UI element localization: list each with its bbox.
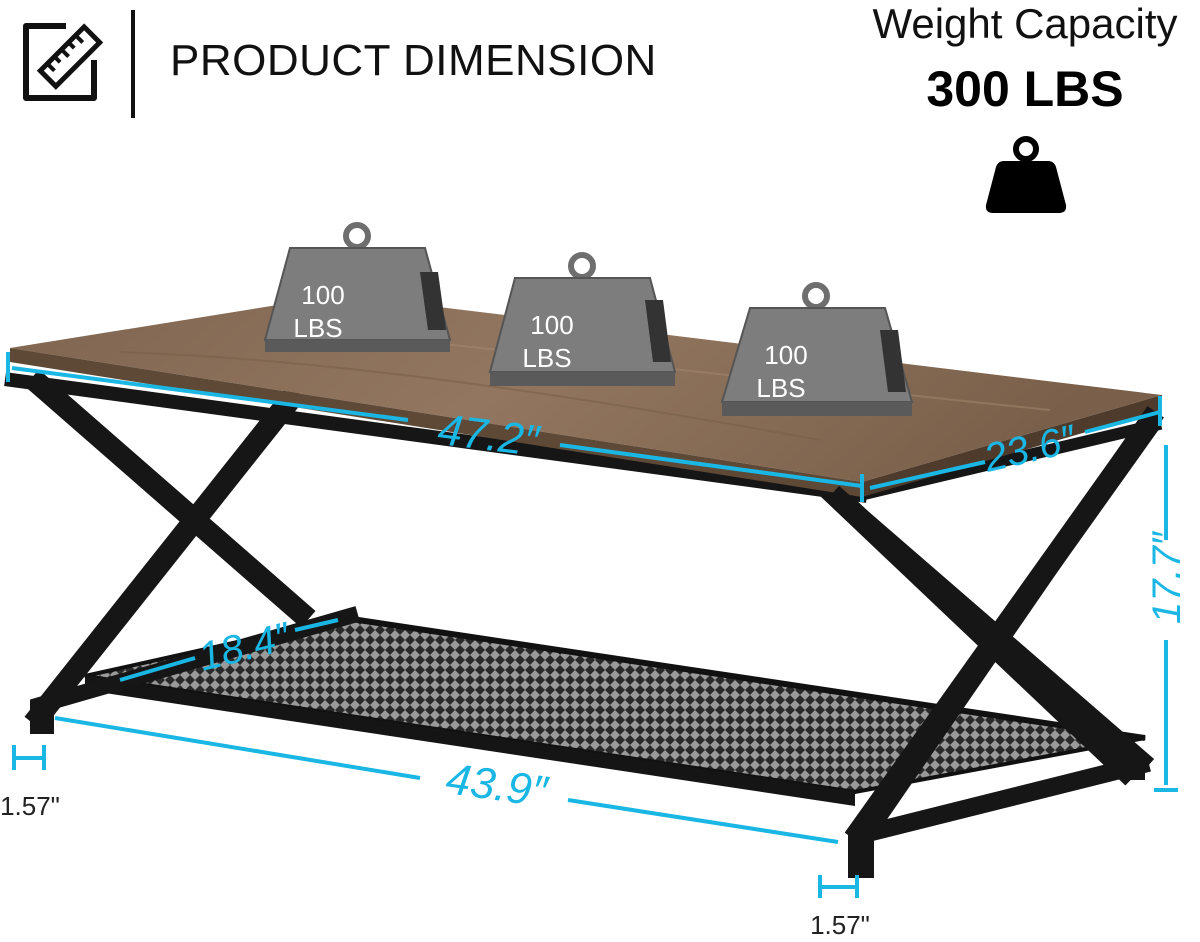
- height-dimension-label: 17.7″: [1145, 530, 1189, 624]
- front-legs: [825, 406, 1164, 852]
- weight-block: 100 LBS: [720, 282, 914, 416]
- kettlebell-weight-icon: [985, 136, 1067, 213]
- weight-label-top: 100: [764, 340, 807, 370]
- weight-label-bottom: LBS: [756, 373, 805, 403]
- weight-label-bottom: LBS: [293, 313, 342, 343]
- weight-label-top: 100: [301, 280, 344, 310]
- mesh-shelf: [84, 615, 1146, 806]
- dimension-lines: [6, 352, 1178, 898]
- base-length-dimension-label: 43.9″: [443, 754, 551, 817]
- ruler-pencil-icon: [23, 23, 104, 101]
- left-foot-dimension-label: 1.57": [0, 791, 60, 821]
- weight-label-top: 100: [530, 310, 573, 340]
- weight-block: 100 LBS: [263, 222, 452, 352]
- weight-capacity-label: Weight Capacity: [872, 0, 1178, 47]
- page-title: PRODUCT DIMENSION: [170, 36, 657, 85]
- weight-capacity-value: 300 LBS: [926, 61, 1124, 117]
- right-foot-dimension-label: 1.57": [810, 910, 870, 940]
- weight-label-bottom: LBS: [522, 343, 571, 373]
- weight-block: 100 LBS: [488, 252, 677, 386]
- header-divider: [131, 10, 135, 118]
